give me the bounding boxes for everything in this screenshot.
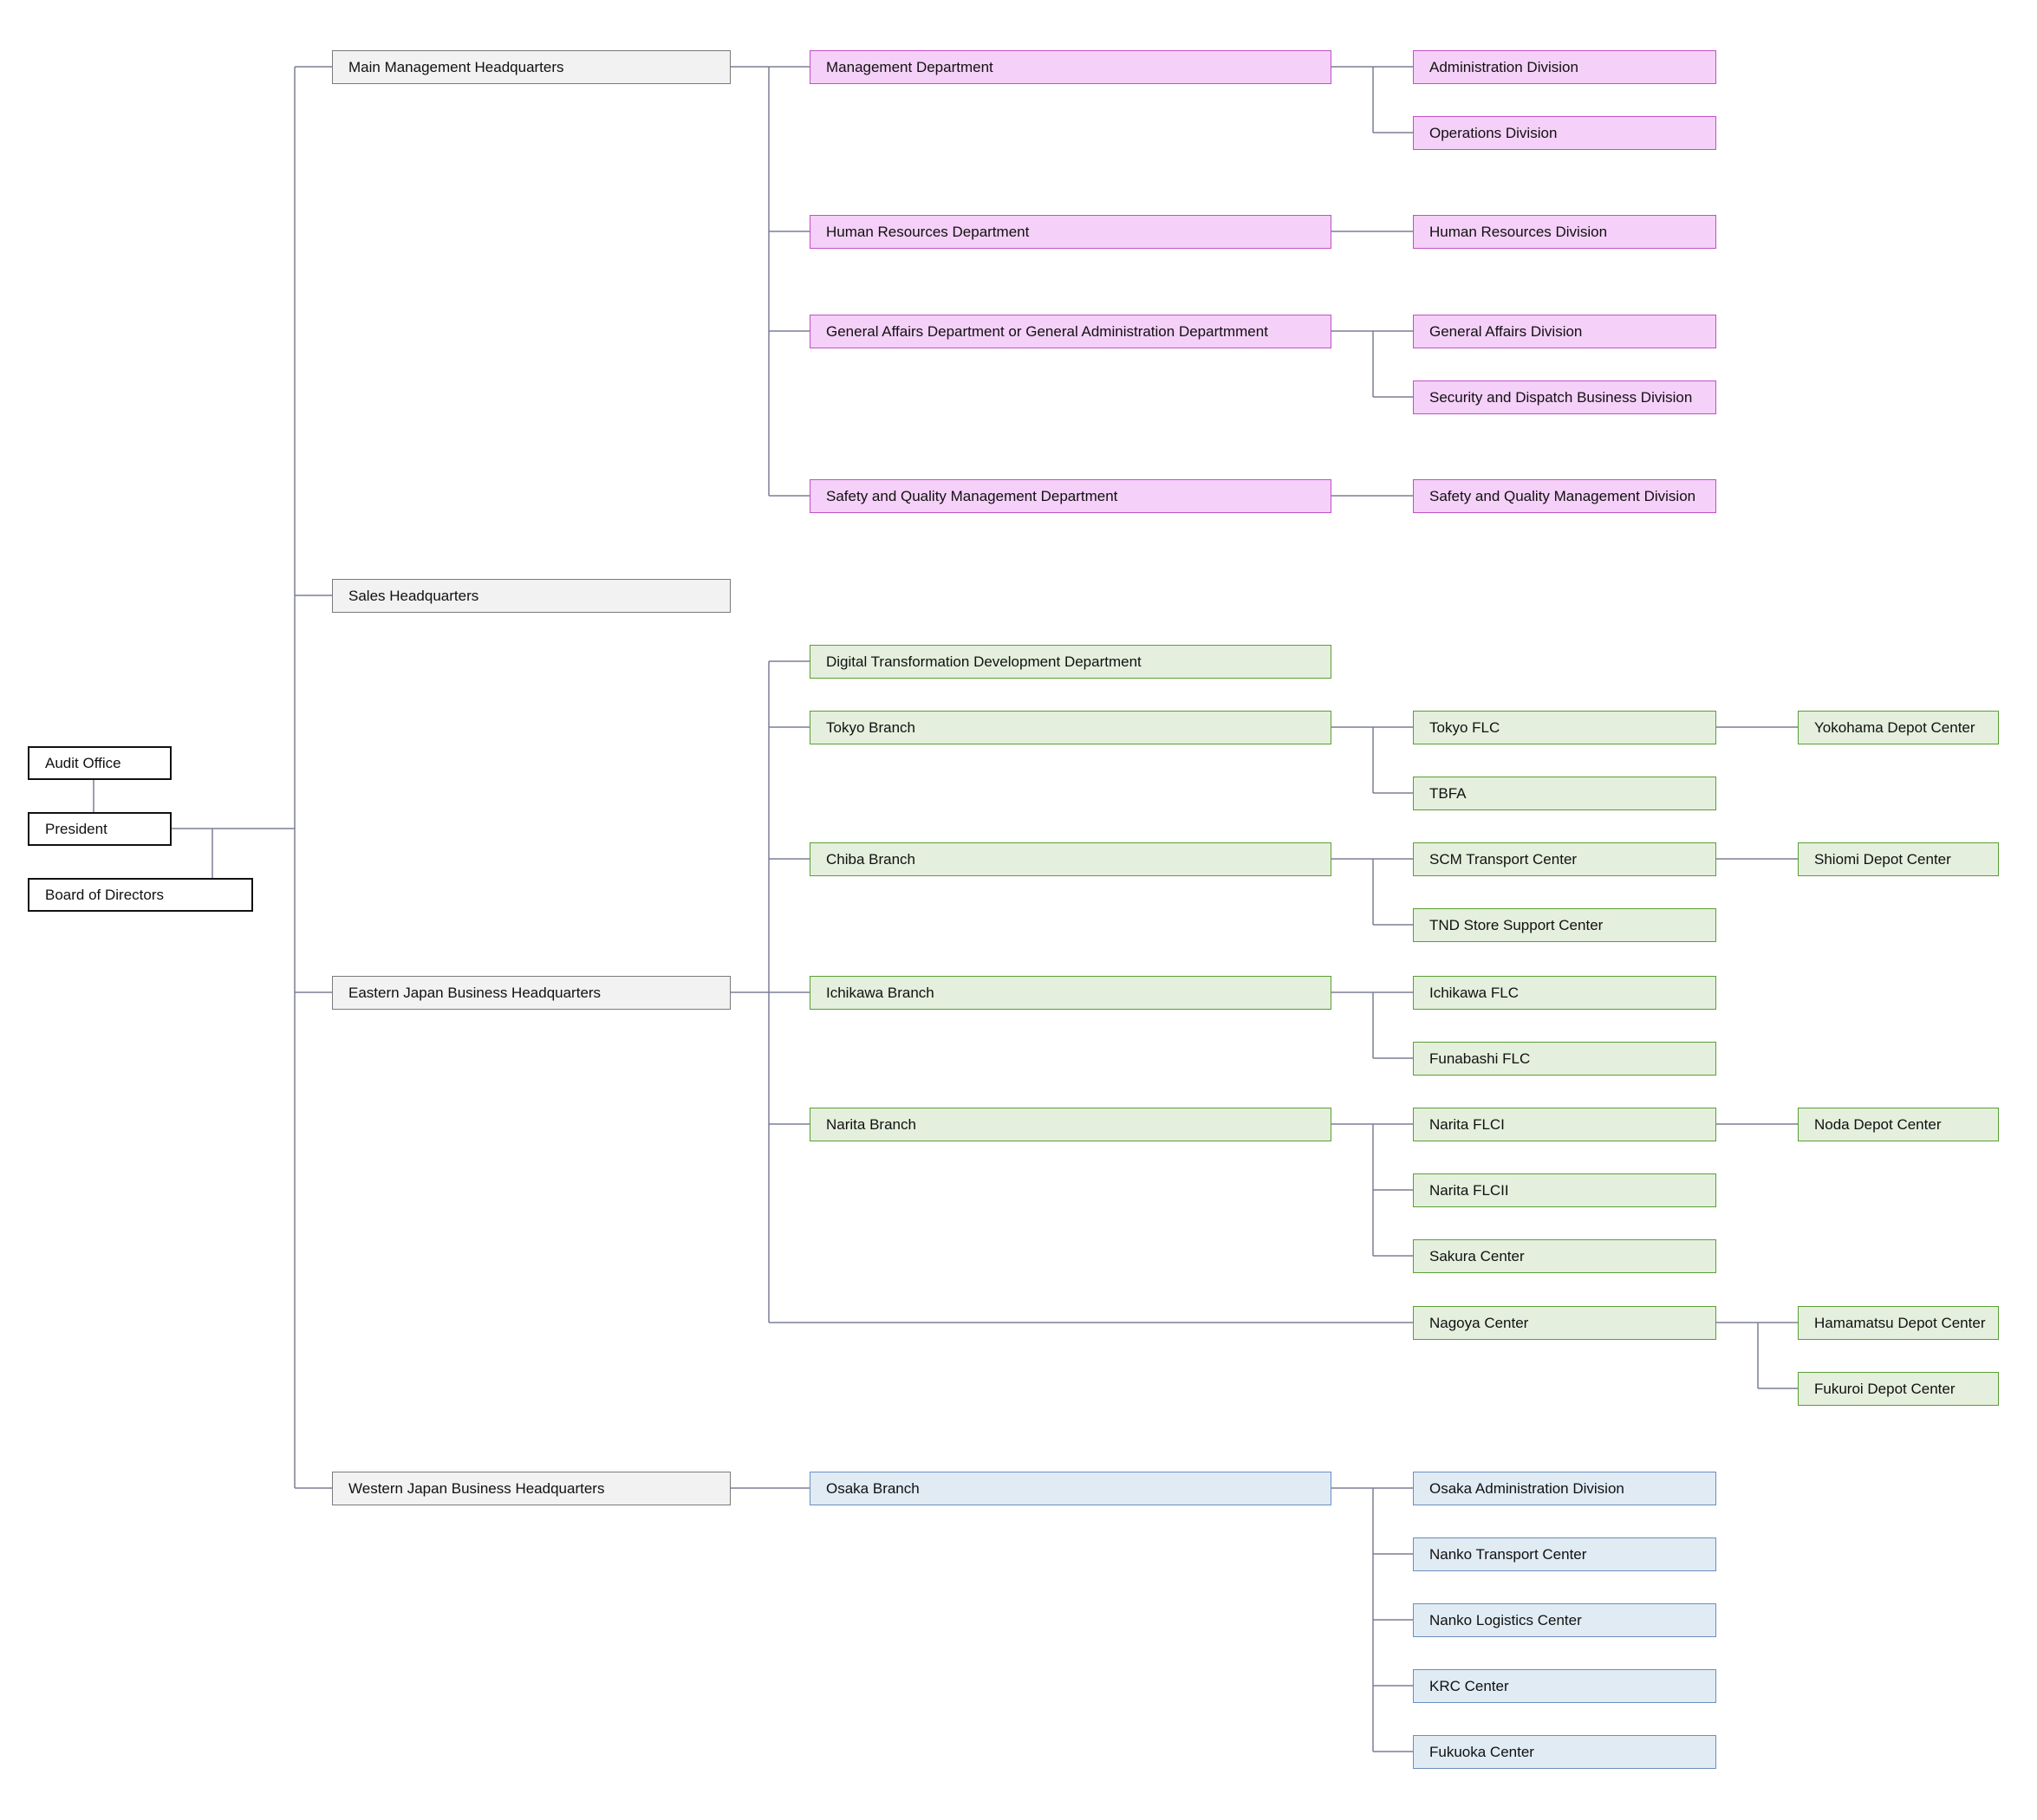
tokyo-branch-box: Tokyo Branch bbox=[810, 711, 1331, 744]
yokohama-depot-center-box: Yokohama Depot Center bbox=[1798, 711, 1999, 744]
hamamatsu-depot-center-box: Hamamatsu Depot Center bbox=[1798, 1306, 1999, 1340]
operations-division-box: Operations Division bbox=[1413, 116, 1716, 150]
sakura-center-box: Sakura Center bbox=[1413, 1239, 1716, 1273]
hr-department-box: Human Resources Department bbox=[810, 215, 1331, 249]
western-japan-hq-box: Western Japan Business Headquarters bbox=[332, 1472, 731, 1505]
ichikawa-flc-box: Ichikawa FLC bbox=[1413, 976, 1716, 1010]
nagoya-center-box: Nagoya Center bbox=[1413, 1306, 1716, 1340]
safety-quality-division-box: Safety and Quality Management Division bbox=[1413, 479, 1716, 513]
nanko-transport-center-box: Nanko Transport Center bbox=[1413, 1537, 1716, 1571]
main-management-hq-box: Main Management Headquarters bbox=[332, 50, 731, 84]
dx-department-box: Digital Transformation Development Depar… bbox=[810, 645, 1331, 679]
tbfa-box: TBFA bbox=[1413, 777, 1716, 810]
narita-branch-box: Narita Branch bbox=[810, 1108, 1331, 1141]
fukuoka-center-box: Fukuoka Center bbox=[1413, 1735, 1716, 1769]
eastern-japan-hq-box: Eastern Japan Business Headquarters bbox=[332, 976, 731, 1010]
shiomi-depot-center-box: Shiomi Depot Center bbox=[1798, 842, 1999, 876]
scm-transport-center-box: SCM Transport Center bbox=[1413, 842, 1716, 876]
president-box: President bbox=[28, 812, 172, 846]
audit-office-box: Audit Office bbox=[28, 746, 172, 780]
ichikawa-branch-box: Ichikawa Branch bbox=[810, 976, 1331, 1010]
security-dispatch-division-box: Security and Dispatch Business Division bbox=[1413, 380, 1716, 414]
osaka-administration-division-box: Osaka Administration Division bbox=[1413, 1472, 1716, 1505]
general-affairs-division-box: General Affairs Division bbox=[1413, 315, 1716, 348]
noda-depot-center-box: Noda Depot Center bbox=[1798, 1108, 1999, 1141]
fukuroi-depot-center-box: Fukuroi Depot Center bbox=[1798, 1372, 1999, 1406]
krc-center-box: KRC Center bbox=[1413, 1669, 1716, 1703]
administration-division-box: Administration Division bbox=[1413, 50, 1716, 84]
tokyo-flc-box: Tokyo FLC bbox=[1413, 711, 1716, 744]
narita-flc2-box: Narita FLCII bbox=[1413, 1173, 1716, 1207]
sales-hq-box: Sales Headquarters bbox=[332, 579, 731, 613]
tnd-store-support-center-box: TND Store Support Center bbox=[1413, 908, 1716, 942]
osaka-branch-box: Osaka Branch bbox=[810, 1472, 1331, 1505]
hr-division-box: Human Resources Division bbox=[1413, 215, 1716, 249]
funabashi-flc-box: Funabashi FLC bbox=[1413, 1042, 1716, 1076]
board-of-directors-box: Board of Directors bbox=[28, 878, 253, 912]
chiba-branch-box: Chiba Branch bbox=[810, 842, 1331, 876]
safety-quality-department-box: Safety and Quality Management Department bbox=[810, 479, 1331, 513]
narita-flc1-box: Narita FLCI bbox=[1413, 1108, 1716, 1141]
general-affairs-department-box: General Affairs Department or General Ad… bbox=[810, 315, 1331, 348]
management-department-box: Management Department bbox=[810, 50, 1331, 84]
nanko-logistics-center-box: Nanko Logistics Center bbox=[1413, 1603, 1716, 1637]
